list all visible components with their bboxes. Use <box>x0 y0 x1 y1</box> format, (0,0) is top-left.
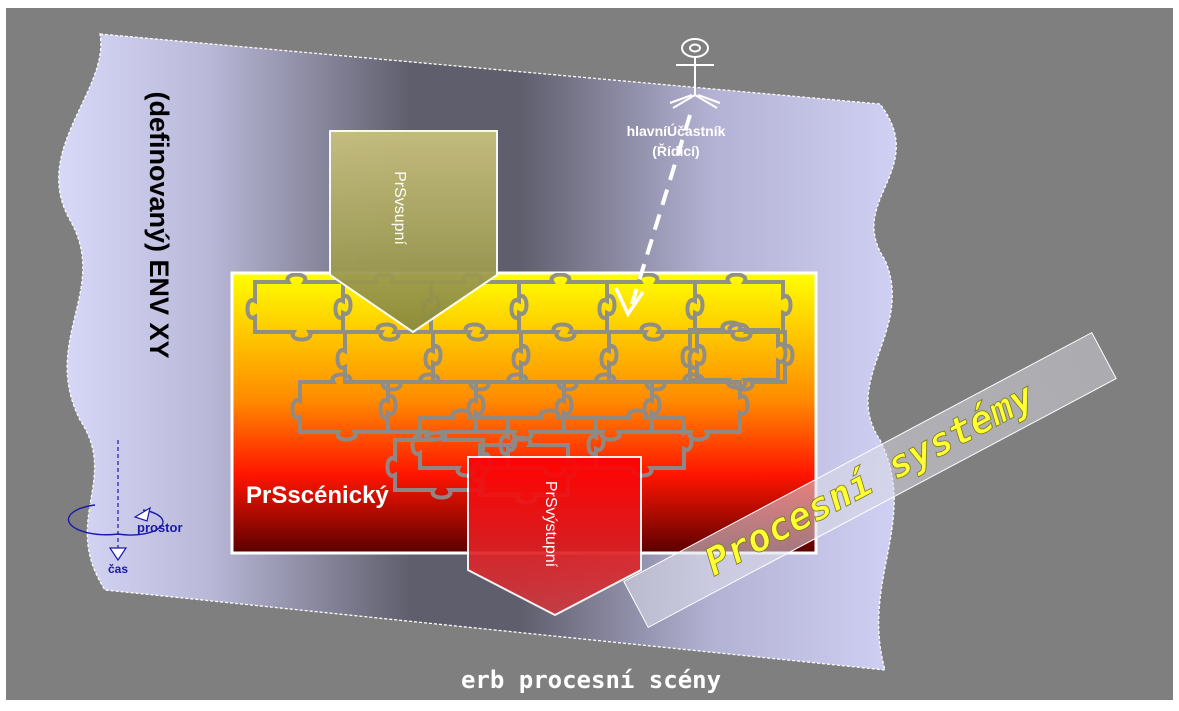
input-arrow-label: PrSvsupní <box>391 171 408 245</box>
actor-control-arrowhead <box>614 287 645 318</box>
legend-cas: čas <box>108 562 128 576</box>
caption: erb procesní scény <box>461 666 721 694</box>
space-time-axis-icon <box>67 440 164 562</box>
output-arrow-label: PrSvýstupní <box>542 481 559 568</box>
input-arrow <box>329 130 498 334</box>
actor-control-arrow <box>630 114 692 305</box>
puzzle-piece <box>680 320 788 390</box>
actor-role: (Řídící) <box>652 142 699 159</box>
procesni-banner-box <box>623 331 1117 629</box>
puzzle-piece <box>586 408 694 478</box>
output-arrow <box>467 456 642 617</box>
legend-prostor: prostor <box>137 520 183 535</box>
env-label: (definovaný) ENV XY <box>144 91 174 358</box>
scene-label: PrSscénický <box>246 482 389 509</box>
stick-figure-actor-icon <box>669 38 721 109</box>
actor-name: hlavníÚčastník <box>627 122 726 139</box>
